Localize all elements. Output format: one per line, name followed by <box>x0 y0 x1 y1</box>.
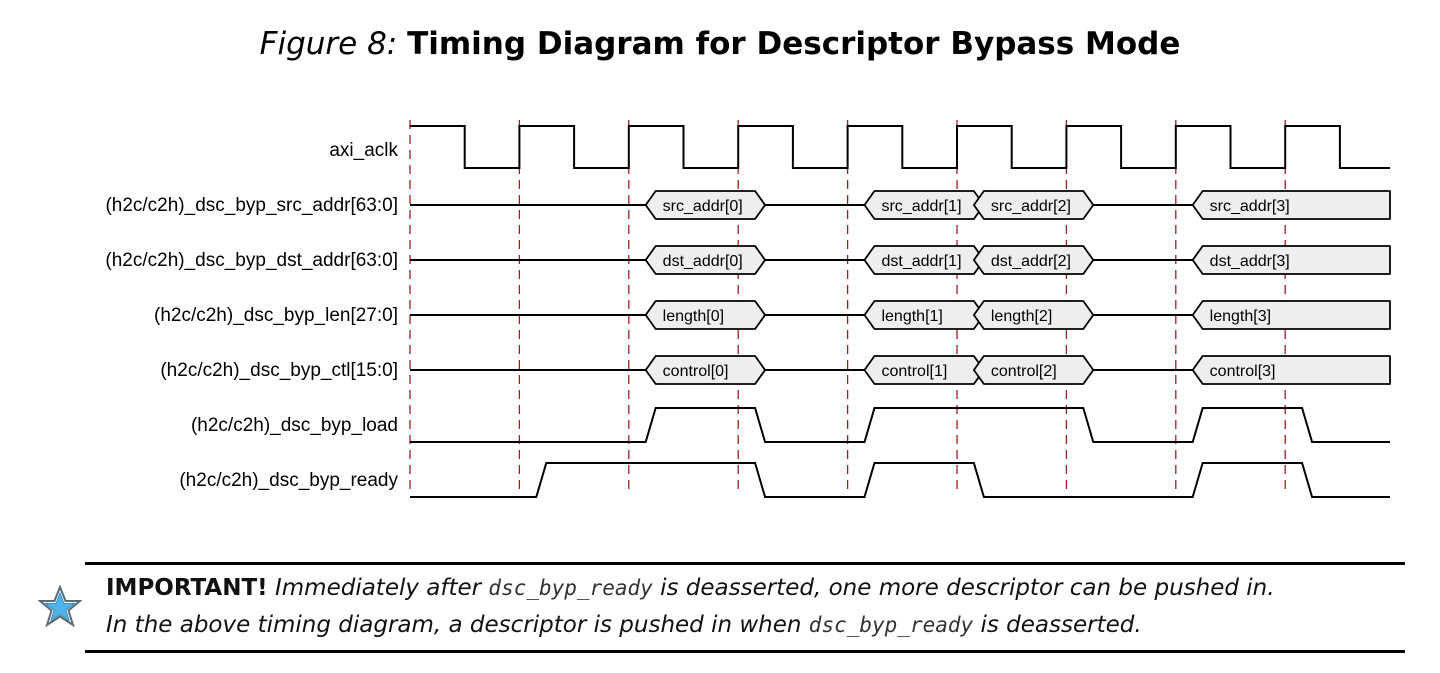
bus-value-segment <box>972 300 1095 330</box>
note-bottom-rule <box>85 650 1405 653</box>
bus-value-label: length[2] <box>991 308 1052 325</box>
digital-waveform <box>410 462 1390 498</box>
bus-value-label: src_addr[2] <box>991 198 1071 215</box>
bus-value-label: length[0] <box>663 308 724 325</box>
figure-title: Figure 8: Timing Diagram for Descriptor … <box>0 26 1440 62</box>
bus-value-label: length[1] <box>881 308 942 325</box>
note-label: IMPORTANT! <box>106 575 268 601</box>
bus-value-label: src_addr[3] <box>1210 198 1290 215</box>
bus-value-segment <box>972 355 1095 385</box>
figure-caption: Timing Diagram for Descriptor Bypass Mod… <box>407 26 1181 62</box>
note-text-1: Immediately after <box>274 575 482 601</box>
signal-label: (h2c/c2h)_dsc_byp_dst_addr[63:0] <box>105 250 398 271</box>
waveforms: src_addr[0] src_addr[1] src_addr[2] src_add… <box>410 125 1391 498</box>
signal-label: (h2c/c2h)_dsc_byp_ready <box>179 470 398 491</box>
note-text-4: is deasserted. <box>980 612 1142 638</box>
bus-value-label: dst_addr[3] <box>1210 253 1290 270</box>
bus-value-segment <box>644 355 766 385</box>
signal-labels: axi_aclk (h2c/c2h)_dsc_byp_src_addr[63:0]… <box>105 140 398 491</box>
note-line-1: IMPORTANT! Immediately after dsc_byp_rea… <box>106 575 1275 601</box>
bus-value-segment <box>1191 300 1391 330</box>
signal-label: (h2c/c2h)_dsc_byp_ctl[15:0] <box>160 360 398 381</box>
digital-waveform <box>410 407 1390 443</box>
bus-value-segment <box>1191 190 1391 220</box>
bus-value-label: dst_addr[1] <box>881 253 961 270</box>
figure-number: Figure 8: <box>259 26 398 62</box>
signal-label: (h2c/c2h)_dsc_byp_src_addr[63:0] <box>105 195 398 216</box>
signal-label: axi_aclk <box>329 140 398 161</box>
bus-value-segment <box>644 190 766 220</box>
bus-value-label: dst_addr[0] <box>663 253 743 270</box>
note-code-1: dsc_byp_ready <box>488 576 653 600</box>
timing-diagram: axi_aclk (h2c/c2h)_dsc_byp_src_addr[63:0]… <box>105 120 1391 498</box>
signal-label: (h2c/c2h)_dsc_byp_load <box>191 415 398 436</box>
bus-value-segment <box>1191 245 1391 275</box>
clock-edge-guides <box>409 120 1286 492</box>
bus-value-label: control[2] <box>991 363 1057 380</box>
star-icon <box>38 585 82 628</box>
bus-value-label: src_addr[1] <box>881 198 961 215</box>
clock-waveform <box>410 125 1390 169</box>
bus-value-segment <box>972 190 1095 220</box>
bus-value-segment <box>1191 355 1391 385</box>
bus-value-label: control[3] <box>1210 363 1276 380</box>
bus-value-segment <box>644 245 766 275</box>
bus-value-label: dst_addr[2] <box>991 253 1071 270</box>
bus-value-label: length[3] <box>1210 308 1271 325</box>
note-text-3: In the above timing diagram, a descripto… <box>106 612 802 638</box>
bus-value-label: src_addr[0] <box>663 198 743 215</box>
bus-value-segment <box>644 300 766 330</box>
note-text-2: is deasserted, one more descriptor can b… <box>660 575 1275 601</box>
bus-value-label: control[1] <box>881 363 947 380</box>
note-top-rule <box>85 562 1405 565</box>
bus-value-segment <box>972 245 1095 275</box>
note-line-2: In the above timing diagram, a descripto… <box>106 612 1142 638</box>
note-code-2: dsc_byp_ready <box>808 613 974 637</box>
bus-value-label: control[0] <box>663 363 729 380</box>
signal-label: (h2c/c2h)_dsc_byp_len[27:0] <box>154 305 398 326</box>
